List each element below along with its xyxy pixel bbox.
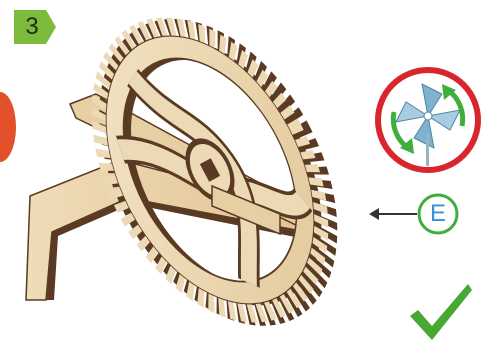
part-e-label: E xyxy=(365,192,465,236)
checkmark-icon xyxy=(408,282,474,342)
pinwheel-rotation-sign-icon xyxy=(372,64,484,176)
part-letter: E xyxy=(417,193,459,235)
